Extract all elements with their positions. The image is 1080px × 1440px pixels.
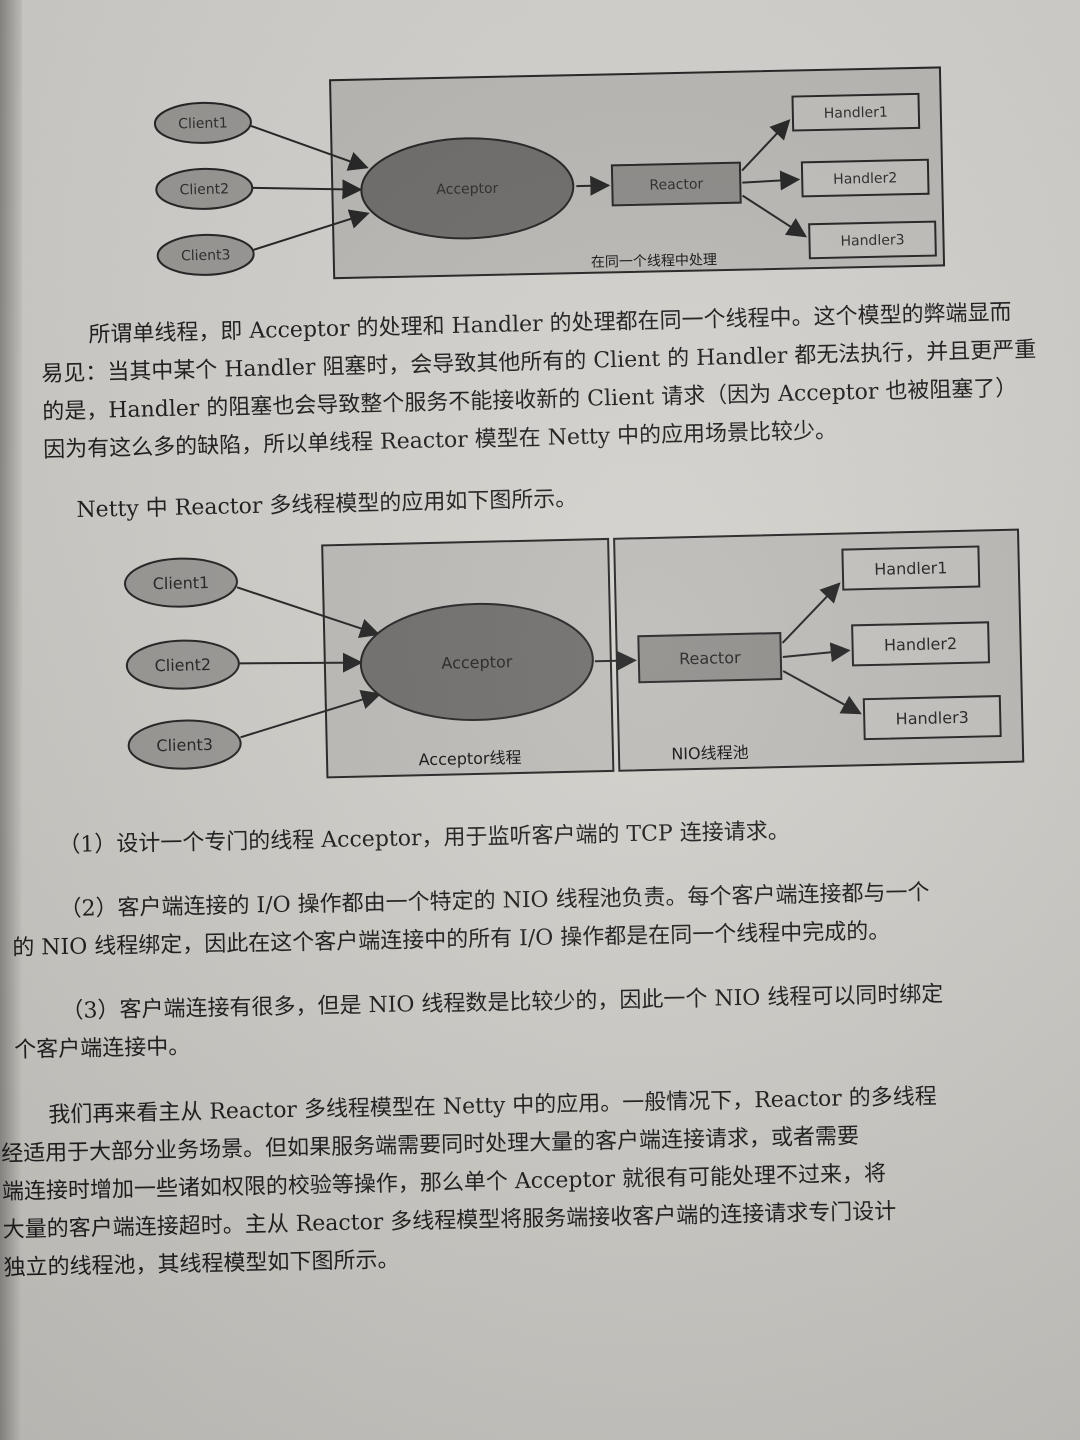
client2-label: Client2: [154, 655, 211, 675]
paragraph-master-slave: 我们再来看主从 Reactor 多线程模型在 Netty 中的应用。一般情况下，…: [0, 1078, 940, 1288]
diagram1-caption: 在同一个线程中处理: [591, 252, 717, 271]
paragraph2-line: Netty 中 Reactor 多线程模型的应用如下图所示。: [76, 486, 578, 523]
client3-label: Client3: [181, 247, 231, 264]
acceptor-node: [360, 137, 575, 240]
handler3-label: Handler3: [895, 708, 969, 729]
client3-to-acceptor-arrow: [240, 689, 382, 739]
handler2-label: Handler2: [884, 634, 958, 655]
reactor-label: Reactor: [679, 648, 741, 668]
client2-to-acceptor-arrow: [252, 179, 363, 200]
client2-to-acceptor-arrow: [238, 652, 363, 673]
acceptor-to-reactor-arrow: [576, 175, 611, 196]
reactor-to-handler2-arrow: [742, 170, 801, 191]
reactor-to-handler2-arrow: [782, 642, 851, 663]
handler1-label: Handler1: [824, 105, 888, 122]
reactor-node: [637, 632, 783, 684]
handler3-node: [808, 220, 937, 260]
client1-label: Client1: [178, 115, 228, 132]
client1-to-acceptor-arrow: [250, 124, 369, 171]
handler1-node: [791, 92, 921, 132]
nio-thread-pool-caption: NIO线程池: [671, 743, 749, 764]
handler3-label: Handler3: [840, 232, 904, 249]
multi-thread-reactor-diagram: Client1 Client2 Client3 Acceptor Reactor…: [123, 528, 1025, 779]
acceptor-label: Acceptor: [441, 652, 513, 673]
reactor-to-handler3-arrow: [782, 670, 862, 715]
single-thread-reactor-diagram: Client1 Client2 Client3 Acceptor Reactor…: [153, 66, 946, 280]
handler1-node: [841, 545, 981, 591]
handler3-node: [862, 695, 1002, 741]
client1-label: Client1: [153, 573, 210, 593]
acceptor-node: [359, 602, 594, 721]
reactor-node: [610, 161, 742, 207]
reactor-to-handler1-arrow: [741, 119, 791, 172]
acceptor-label: Acceptor: [436, 181, 499, 198]
acceptor-thread-caption: Acceptor线程: [418, 748, 521, 769]
client3-to-acceptor-arrow: [253, 209, 370, 251]
multi-thread-features-list: （1）设计一个专门的线程 Acceptor，用于监听客户端的 TCP 连接请求。…: [10, 810, 944, 1070]
reactor-label: Reactor: [649, 176, 703, 193]
handler2-node: [851, 621, 991, 667]
client2-label: Client2: [179, 181, 229, 198]
paragraph-multi-thread-intro: Netty 中 Reactor 多线程模型的应用如下图所示。: [76, 481, 578, 530]
client1-node: [153, 101, 252, 144]
reactor-to-handler3-arrow: [742, 194, 808, 238]
page-gutter-shadow: [0, 0, 22, 1440]
handler1-label: Handler1: [874, 558, 948, 579]
acceptor-to-reactor-arrow: [594, 650, 637, 671]
client3-label: Client3: [156, 735, 213, 755]
handler2-label: Handler2: [833, 170, 897, 187]
client1-node: [123, 557, 238, 608]
client1-to-acceptor-arrow: [236, 586, 381, 638]
client3-node: [156, 233, 255, 276]
reactor-to-handler1-arrow: [781, 582, 841, 644]
handler2-node: [800, 158, 930, 198]
client3-node: [127, 719, 242, 770]
paragraph-single-thread: 所谓单线程，即 Acceptor 的处理和 Handler 的处理都在同一个线程…: [40, 294, 1039, 470]
